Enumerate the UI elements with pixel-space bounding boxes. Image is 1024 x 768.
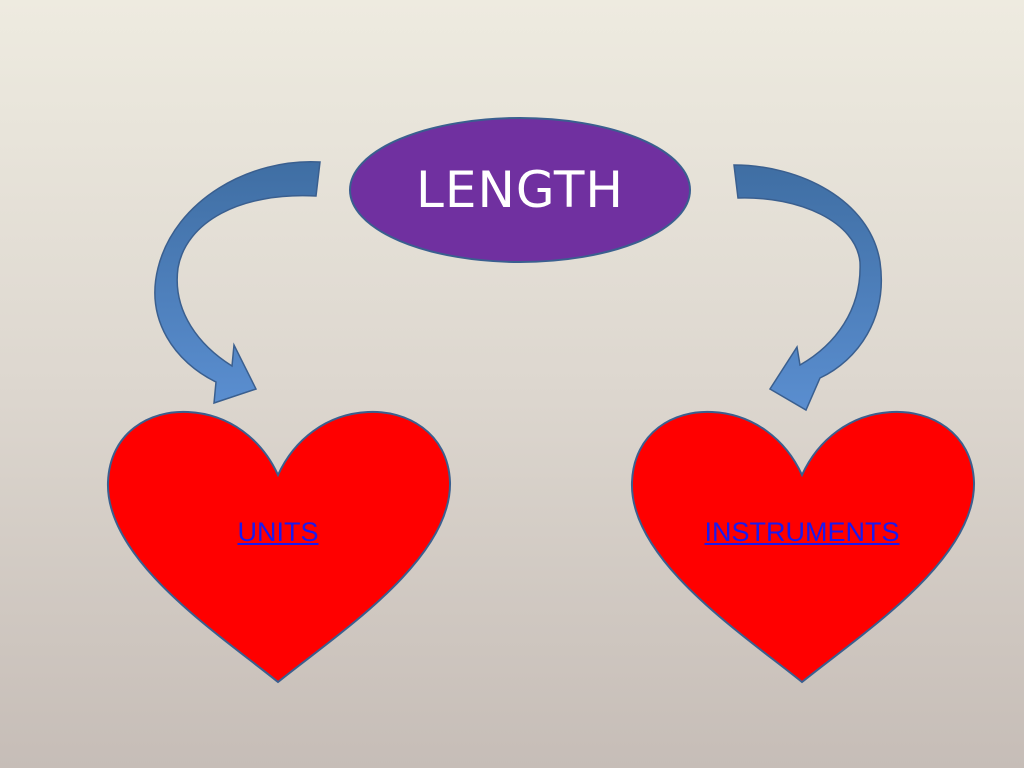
heart-shape-instruments bbox=[630, 410, 976, 684]
central-node-oval bbox=[349, 117, 691, 263]
right-curved-arrow bbox=[733, 164, 882, 412]
instruments-link[interactable]: INSTRUMENTS bbox=[704, 517, 900, 547]
units-link[interactable]: UNITS bbox=[237, 517, 319, 547]
left-curved-arrow bbox=[154, 161, 321, 405]
heart-shape-units bbox=[106, 410, 452, 684]
